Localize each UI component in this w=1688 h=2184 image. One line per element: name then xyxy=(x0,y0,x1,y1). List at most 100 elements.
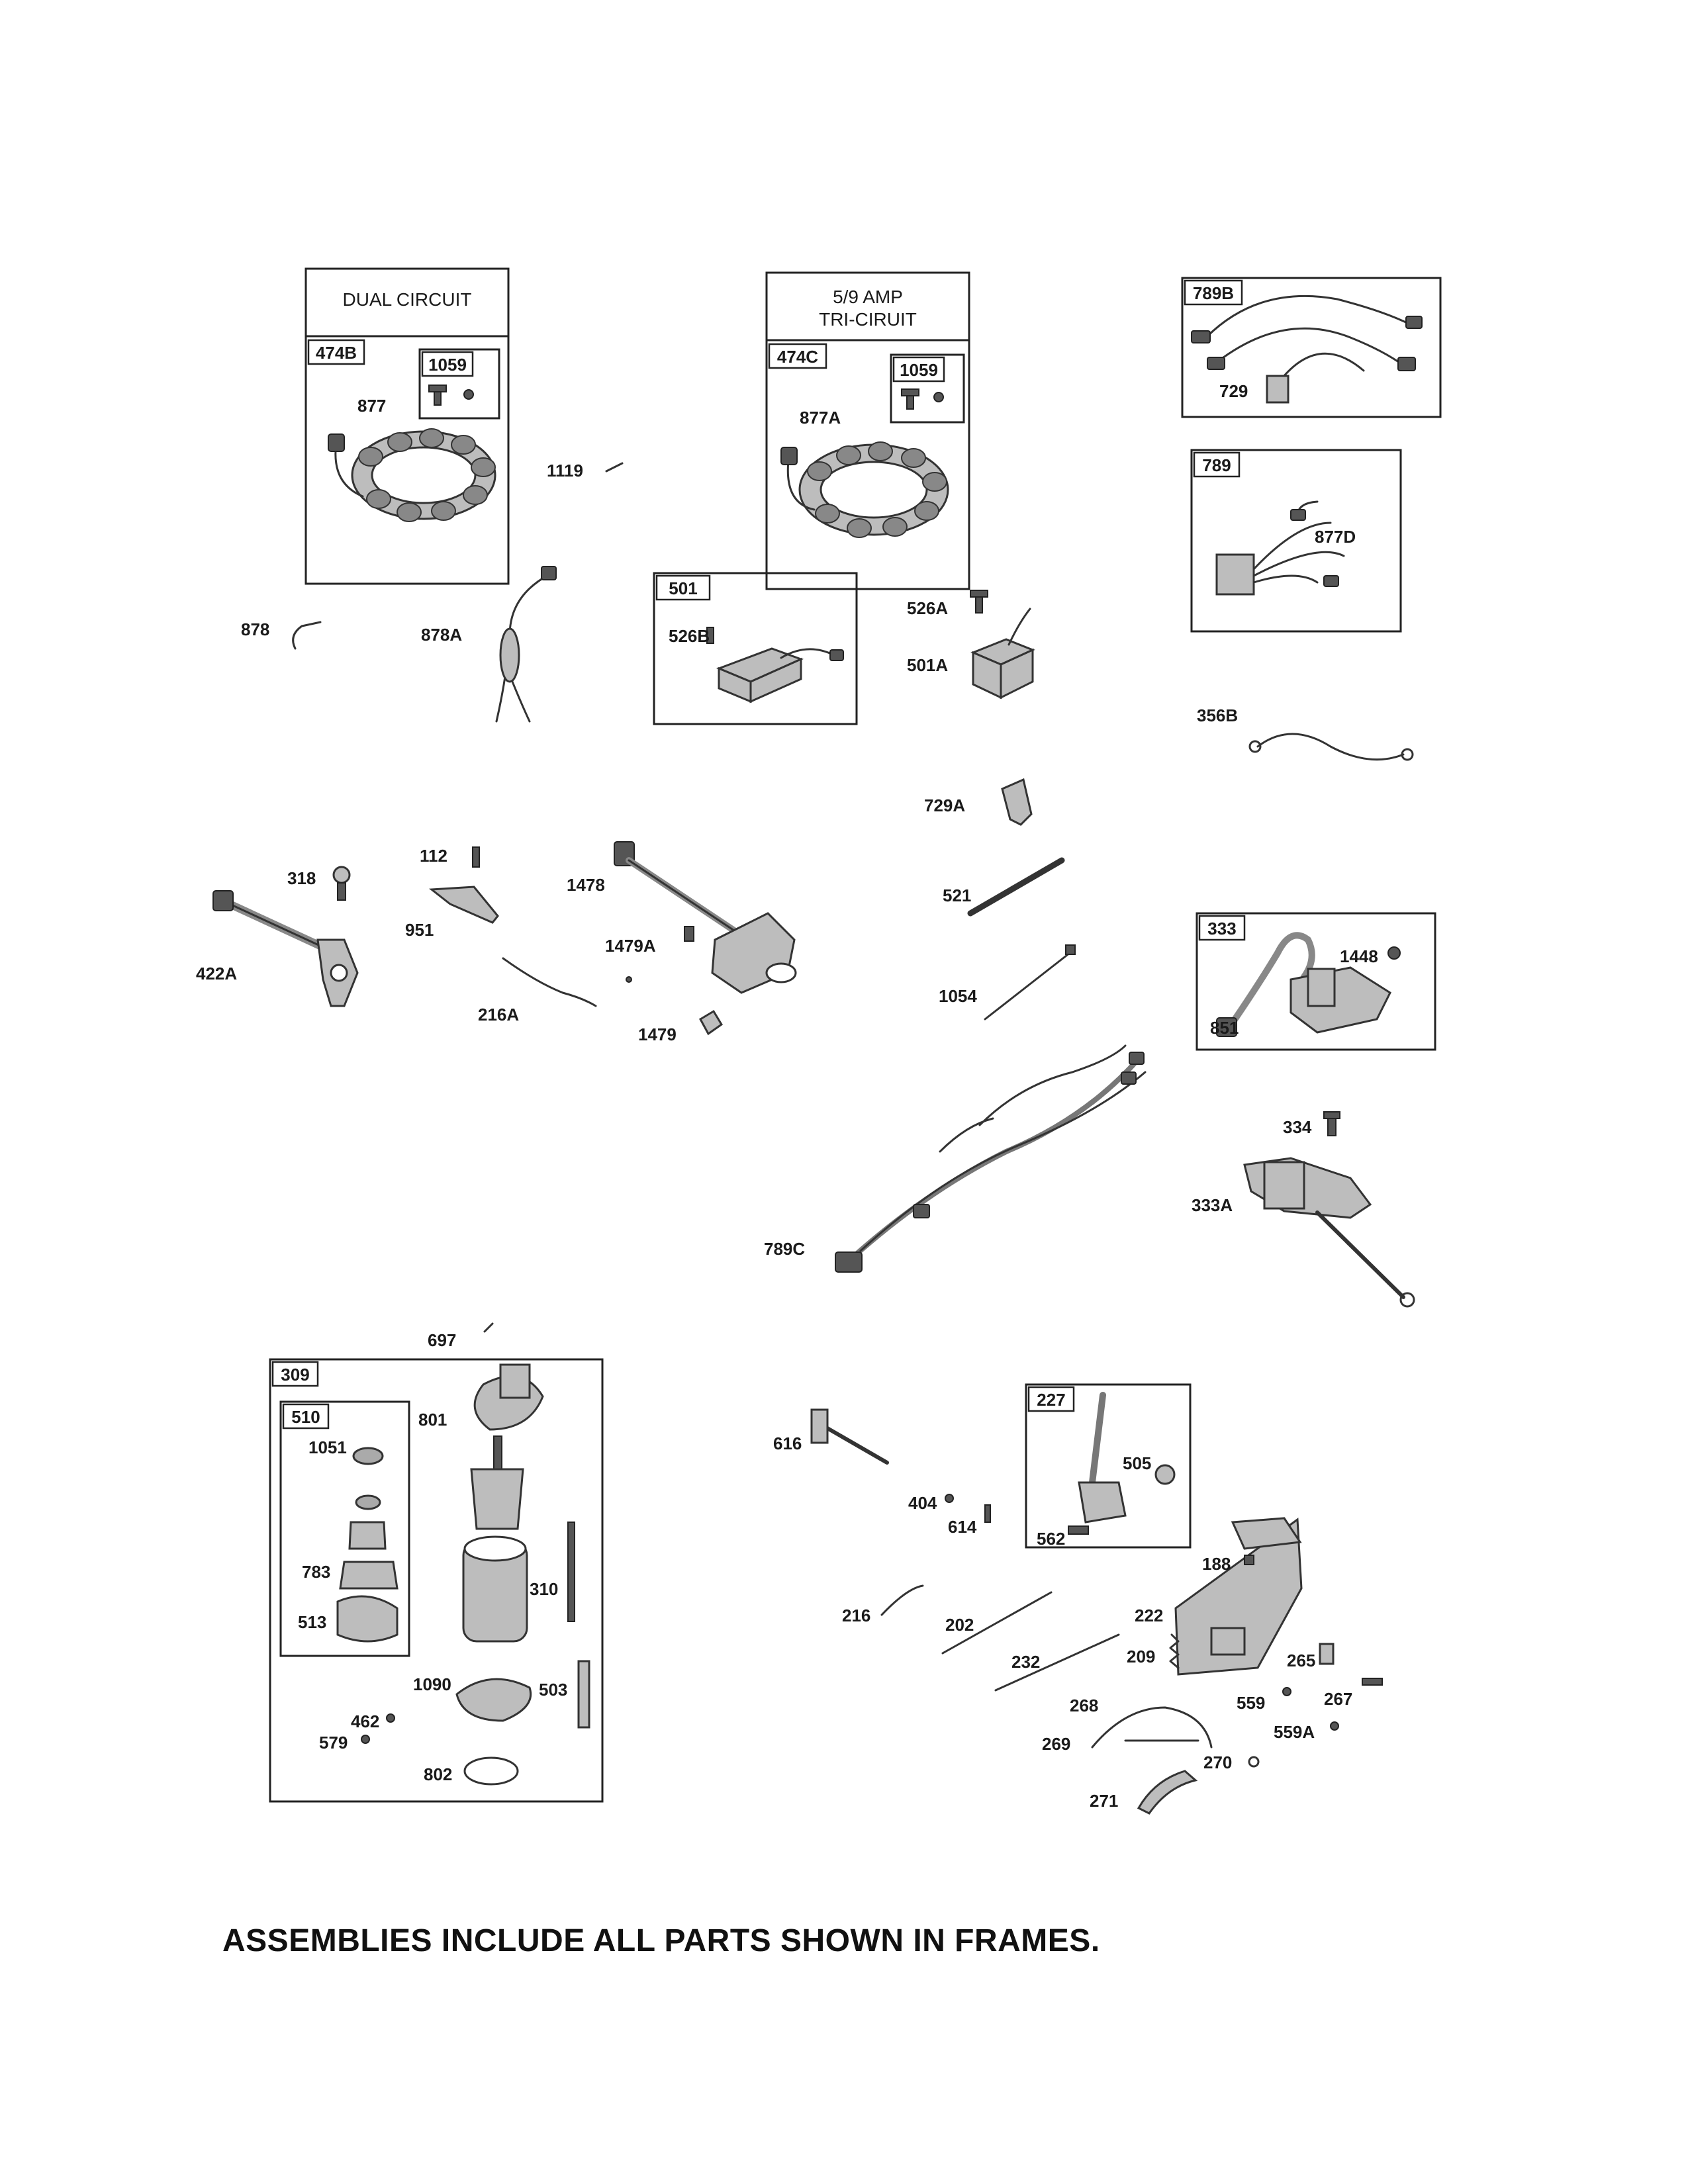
frame-title-amp: 5/9 AMP xyxy=(833,287,903,307)
label-1478: 1478 xyxy=(567,875,605,895)
label-188: 188 xyxy=(1202,1554,1231,1574)
label-334: 334 xyxy=(1283,1117,1312,1137)
harness-789-drawing xyxy=(1215,500,1345,596)
label-501a: 501A xyxy=(907,655,948,675)
harness-789b-drawing xyxy=(1191,295,1423,404)
label-1448: 1448 xyxy=(1340,946,1378,966)
label-1119: 1119 xyxy=(547,461,583,480)
label-951: 951 xyxy=(405,920,434,940)
label-526b: 526B xyxy=(669,626,710,646)
screw-318-drawing xyxy=(332,866,351,901)
frame-tag-1059-b: 1059 xyxy=(900,360,938,380)
frame-title-dual-circuit: DUAL CIRCUIT xyxy=(343,289,472,310)
label-878a: 878A xyxy=(421,625,462,645)
control-plate-drawing xyxy=(1174,1517,1303,1676)
screw-267-drawing xyxy=(1362,1678,1383,1686)
frame-227: 227 xyxy=(1025,1383,1192,1549)
label-729a: 729A xyxy=(924,796,965,815)
washer-404-drawing xyxy=(945,1494,954,1503)
label-801: 801 xyxy=(418,1410,447,1430)
label-1479a: 1479A xyxy=(605,936,656,956)
frame-510: 510 xyxy=(279,1400,410,1657)
nut-559-drawing xyxy=(1282,1687,1291,1696)
label-503: 503 xyxy=(539,1680,567,1700)
label-318: 318 xyxy=(287,868,316,888)
label-559a: 559A xyxy=(1274,1722,1315,1742)
label-802: 802 xyxy=(424,1764,452,1784)
starter-309-drawing xyxy=(361,1363,590,1786)
frame-tag-474b: 474B xyxy=(316,343,357,363)
label-222: 222 xyxy=(1135,1606,1163,1625)
bolt-112-drawing xyxy=(472,846,480,868)
frame-tag-333: 333 xyxy=(1207,919,1236,938)
label-559: 559 xyxy=(1237,1693,1265,1713)
label-265: 265 xyxy=(1287,1651,1315,1670)
wire-356b-drawing xyxy=(1248,733,1414,761)
coil-333a-drawing xyxy=(1243,1157,1415,1308)
bracket-729a-drawing xyxy=(1001,778,1033,826)
link-216-drawing xyxy=(880,1584,924,1616)
frame-tag-789b: 789B xyxy=(1193,283,1234,303)
frame-tag-789: 789 xyxy=(1202,455,1231,475)
spring-209-drawing xyxy=(1169,1633,1180,1669)
screw-334-drawing xyxy=(1323,1111,1340,1136)
drive-510-drawing xyxy=(336,1447,399,1643)
label-216a: 216A xyxy=(478,1005,519,1024)
screws-1059-b xyxy=(901,388,944,410)
module-501a-drawing xyxy=(970,590,1035,700)
cable-268-drawing xyxy=(1091,1706,1213,1749)
washer-270-drawing xyxy=(1248,1756,1260,1768)
label-851: 851 xyxy=(1210,1018,1239,1038)
label-579: 579 xyxy=(319,1733,348,1752)
screw-697-drawing xyxy=(483,1322,494,1333)
label-268: 268 xyxy=(1070,1696,1098,1715)
frame-title-tri-circuit: TRI-CIRUIT xyxy=(819,309,917,330)
label-112: 112 xyxy=(420,846,447,866)
label-1054: 1054 xyxy=(939,986,977,1006)
label-878: 878 xyxy=(241,619,269,639)
label-422a: 422A xyxy=(196,964,237,983)
coil-333-drawing xyxy=(1216,932,1401,1037)
label-789c: 789C xyxy=(764,1239,805,1259)
label-783: 783 xyxy=(302,1562,330,1582)
label-267: 267 xyxy=(1324,1689,1352,1709)
lever-227-drawing xyxy=(1068,1392,1176,1535)
clip-878-drawing xyxy=(292,621,322,650)
label-271: 271 xyxy=(1090,1791,1118,1811)
label-269: 269 xyxy=(1042,1734,1070,1754)
clip-265-drawing xyxy=(1319,1643,1335,1665)
link-202-drawing xyxy=(941,1591,1053,1655)
label-521: 521 xyxy=(943,886,971,905)
label-877: 877 xyxy=(357,396,386,416)
spring-216a-drawing xyxy=(502,957,597,1007)
label-202: 202 xyxy=(945,1615,974,1635)
frame-333: 333 xyxy=(1196,912,1436,1051)
cable-422a-drawing xyxy=(212,890,359,1007)
frame-501: 501 xyxy=(653,572,858,725)
frame-tag-1059-a: 1059 xyxy=(428,355,467,375)
harness-789c-drawing xyxy=(835,1044,1147,1273)
link-232-drawing xyxy=(994,1633,1120,1692)
frame-tri-circuit: 5/9 AMP TRI-CIRUIT 474C 1059 xyxy=(765,271,970,590)
label-462: 462 xyxy=(351,1711,379,1731)
frame-dual-circuit: DUAL CIRCUIT 474B 1059 xyxy=(305,267,510,585)
plate-951-drawing xyxy=(428,886,499,924)
label-616: 616 xyxy=(773,1433,802,1453)
label-232: 232 xyxy=(1011,1652,1040,1672)
lever-271-drawing xyxy=(1137,1770,1198,1815)
label-513: 513 xyxy=(298,1612,326,1632)
tie-1054-drawing xyxy=(984,952,1071,1021)
module-501-drawing xyxy=(706,627,844,704)
frame-309: 309 xyxy=(269,1358,604,1803)
label-505: 505 xyxy=(1123,1453,1151,1473)
label-1090: 1090 xyxy=(413,1674,451,1694)
stator-877a-drawing xyxy=(780,441,949,538)
frame-tag-501: 501 xyxy=(669,578,697,598)
label-526a: 526A xyxy=(907,598,948,618)
frame-789: 789 xyxy=(1190,449,1402,633)
screw-1119-drawing xyxy=(605,462,624,473)
stator-877-drawing xyxy=(328,428,496,522)
nut-559a-drawing xyxy=(1330,1721,1339,1731)
